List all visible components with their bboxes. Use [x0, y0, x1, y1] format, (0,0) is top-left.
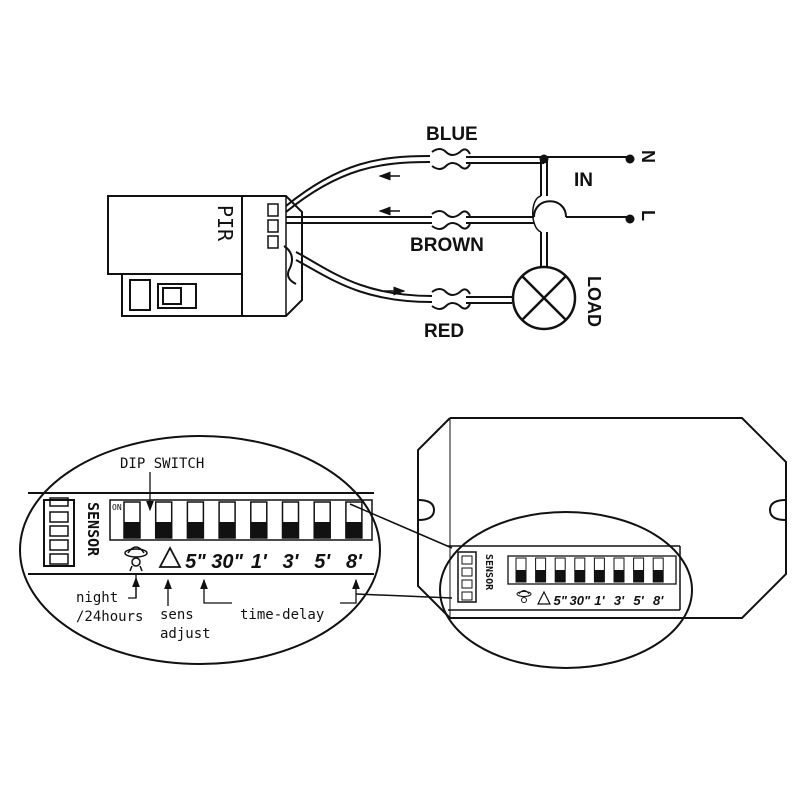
neutral-label: N: [638, 150, 658, 163]
blue-wire: [285, 148, 632, 213]
inset-dip-switch: [554, 557, 566, 583]
dip-switch[interactable]: [154, 501, 173, 539]
pir-sensor-body: PIR: [107, 195, 303, 317]
dip-switch[interactable]: [218, 501, 236, 539]
line-label: L: [638, 210, 658, 221]
triangle-icon: [158, 546, 182, 568]
dip-position-label: 5': [314, 551, 331, 573]
neutral-terminal: [625, 154, 635, 164]
dip-detail-section: SENSOR ON 5"30" 1' 3' 5' 8' DIP SWITCH night…: [19, 435, 453, 665]
inset-position-label: 5": [553, 593, 567, 608]
night-icon: [124, 546, 148, 572]
inset-night-icon: [516, 590, 532, 603]
dip-switch[interactable]: [250, 501, 268, 539]
inset-position-labels: 5"30" 1' 3' 5' 8': [553, 593, 664, 608]
sensor-label: SENSOR: [84, 502, 102, 557]
magnifier-ellipse: [19, 435, 381, 665]
module-inset: SENSOR 5"30" 1' 3' 5' 8': [417, 417, 787, 669]
night-label-line1: night: [76, 590, 118, 606]
brown-wire: [286, 200, 632, 230]
inset-sensor-label: SENSOR: [483, 554, 494, 591]
inset-triangle-icon: [537, 590, 551, 605]
dip-switch[interactable]: [186, 501, 205, 539]
dip-on-label: ON: [112, 503, 122, 512]
dip-position-label: 5": [185, 551, 206, 573]
inset-position-label: 3': [614, 593, 625, 608]
inset-dip-switch: [535, 557, 547, 583]
inset-dip-switch: [613, 557, 625, 583]
inset-position-label: 1': [594, 593, 605, 608]
inset-dip-switch: [593, 557, 605, 583]
inset-position-label: 5': [633, 593, 644, 608]
red-wire: [295, 251, 512, 310]
dip-position-label: 1': [251, 551, 268, 573]
sens-label-line2: adjust: [160, 626, 211, 642]
line-terminal: [625, 214, 635, 224]
dip-switch[interactable]: [281, 501, 300, 539]
terminal-block: [43, 497, 75, 567]
dip-switch[interactable]: [123, 501, 141, 539]
inset-dip-body: [507, 555, 677, 585]
dip-position-label: 3': [283, 551, 300, 573]
brown-label: BROWN: [410, 235, 484, 256]
neutral-branch: [532, 154, 549, 268]
inset-ellipse: [439, 511, 693, 669]
load-lamp-icon: [511, 265, 577, 331]
inset-dip-switch: [652, 557, 664, 583]
dip-switch-title: DIP SWITCH: [120, 456, 204, 472]
time-delay-label: time-delay: [240, 607, 324, 623]
dip-switch[interactable]: [313, 501, 331, 539]
dip-position-labels: 5"30" 1' 3' 5' 8': [185, 551, 363, 573]
dip-switch-row: [123, 501, 363, 539]
dip-switch-body: [109, 499, 373, 541]
pir-label: PIR: [213, 205, 237, 242]
inset-position-label: 30": [569, 593, 590, 608]
sens-label-line1: sens: [160, 607, 194, 623]
night-label-line2: /24hours: [76, 609, 143, 625]
red-label: RED: [424, 321, 464, 342]
dip-switch[interactable]: [345, 501, 363, 539]
dip-position-label: 30": [211, 551, 243, 573]
inset-dip-row: [515, 557, 664, 583]
inset-dip-switch: [515, 557, 527, 583]
in-label: IN: [574, 170, 593, 191]
inset-position-label: 8': [653, 593, 664, 608]
inset-dip-switch: [574, 557, 586, 583]
wiring-section: PIR: [107, 124, 658, 342]
dip-position-label: 8': [346, 551, 363, 573]
inset-dip-switch: [633, 557, 645, 583]
load-label: LOAD: [584, 276, 604, 327]
blue-label: BLUE: [426, 124, 478, 145]
